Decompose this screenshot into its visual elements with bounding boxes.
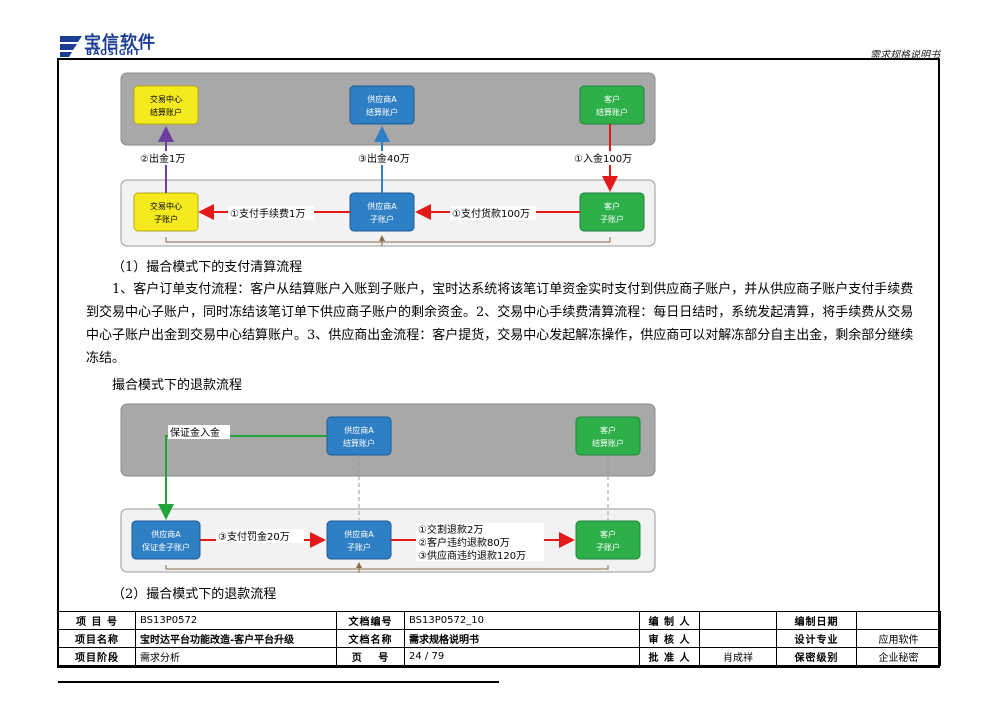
- label-goods: ①支付货款100万: [452, 207, 530, 220]
- cell-author: [699, 611, 777, 630]
- payment-clearing-diagram: 交易中心 结算账户 供应商A 结算账户 客户 结算账户 交易中心 子账户 供应商…: [120, 72, 656, 247]
- bottom-rule: [58, 681, 499, 683]
- svg-text:客户: 客户: [604, 201, 620, 211]
- label-refund-1: ①交割退款2万: [418, 523, 483, 536]
- cell-approver: 肖成祥: [699, 647, 777, 666]
- cell-security: 企业秘密: [856, 647, 941, 666]
- svg-text:交易中心: 交易中心: [150, 201, 182, 211]
- node-supplier-sub: 供应商A 子账户: [349, 192, 415, 232]
- cell-page-label: 页 号: [336, 647, 405, 666]
- document-type-label: 需求规格说明书: [870, 50, 940, 61]
- svg-text:供应商A: 供应商A: [344, 425, 374, 435]
- svg-text:结算账户: 结算账户: [596, 107, 628, 117]
- node-supplier-deposit-sub: 供应商A 保证金子账户: [131, 520, 201, 560]
- table-row: 项目名称 宝时达平台功能改造-客户平台升级 文档名称 需求规格说明书 审 核 人…: [58, 629, 941, 648]
- cell-doc-no: BS13P0572_10: [404, 611, 640, 630]
- node-exchange-sub: 交易中心 子账户: [133, 192, 199, 232]
- table-row: 项目阶段 需求分析 页 号 24 / 79 批 准 人 肖成祥 保密级别 企业秘…: [58, 647, 941, 666]
- node-customer-settlement: 客户 结算账户: [575, 416, 641, 456]
- cell-author-label: 编 制 人: [639, 611, 700, 630]
- svg-text:供应商A: 供应商A: [344, 529, 374, 539]
- cell-page: 24 / 79: [404, 647, 640, 666]
- svg-text:子账户: 子账户: [347, 542, 371, 552]
- cell-approver-label: 批 准 人: [639, 647, 700, 666]
- cell-stage: 需求分析: [135, 647, 337, 666]
- cell-project-name-label: 项目名称: [58, 629, 136, 648]
- arrow-deposit: [158, 435, 327, 520]
- figure-caption-2: （2）撮合模式下的退款流程: [112, 587, 277, 602]
- body-paragraph: 1、客户订单支付流程：客户从结算账户入账到子账户，宝时达系统将该笔订单资金实时支…: [86, 282, 914, 366]
- svg-text:子账户: 子账户: [154, 214, 178, 224]
- svg-text:子账户: 子账户: [370, 214, 394, 224]
- svg-text:结算账户: 结算账户: [343, 438, 375, 448]
- feedback-line: [165, 237, 611, 243]
- feedback-line: [165, 565, 609, 570]
- label-out-40: ③出金40万: [358, 152, 410, 165]
- refund-diagram: 供应商A 结算账户 客户 结算账户 供应商A 保证金子账户 供应商A 子账户 客…: [120, 403, 656, 573]
- cell-reviewer-label: 审 核 人: [639, 629, 700, 648]
- cell-reviewer: [699, 629, 777, 648]
- label-in-100: ①入金100万: [574, 152, 632, 165]
- svg-text:客户: 客户: [600, 529, 616, 539]
- cell-specialty-label: 设计专业: [776, 629, 857, 648]
- cell-specialty: 应用软件: [856, 629, 941, 648]
- svg-text:供应商A: 供应商A: [367, 201, 397, 211]
- label-out-1: ②出金1万: [140, 152, 185, 165]
- node-exchange-settlement: 交易中心 结算账户: [133, 85, 199, 125]
- cell-stage-label: 项目阶段: [58, 647, 136, 666]
- svg-text:结算账户: 结算账户: [592, 438, 624, 448]
- cell-doc-name: 需求规格说明书: [404, 629, 640, 648]
- svg-text:客户: 客户: [600, 425, 616, 435]
- node-supplier-sub: 供应商A 子账户: [326, 520, 392, 560]
- svg-text:供应商A: 供应商A: [367, 94, 397, 104]
- page-frame: [57, 58, 940, 668]
- cell-date: [856, 611, 941, 630]
- cell-project-name: 宝时达平台功能改造-客户平台升级: [135, 629, 337, 648]
- node-customer-settlement: 客户 结算账户: [579, 85, 645, 125]
- document-info-table: 项 目 号 BS13P0572 文档编号 BS13P0572_10 编 制 人 …: [58, 611, 941, 666]
- svg-text:供应商A: 供应商A: [151, 529, 181, 539]
- label-refund-2: ②客户违约退款80万: [418, 536, 510, 549]
- table-row: 项 目 号 BS13P0572 文档编号 BS13P0572_10 编 制 人 …: [58, 611, 941, 630]
- svg-text:结算账户: 结算账户: [366, 107, 398, 117]
- node-customer-sub: 客户 子账户: [579, 192, 645, 232]
- cell-security-label: 保密级别: [776, 647, 857, 666]
- svg-text:交易中心: 交易中心: [150, 94, 182, 104]
- cell-project-no: BS13P0572: [135, 611, 337, 630]
- cell-date-label: 编制日期: [776, 611, 857, 630]
- label-fee: ①支付手续费1万: [230, 207, 305, 220]
- cell-project-no-label: 项 目 号: [58, 611, 136, 630]
- baosight-logo-icon: [60, 36, 82, 57]
- label-deposit: 保证金入金: [170, 426, 220, 439]
- cell-doc-no-label: 文档编号: [336, 611, 405, 630]
- svg-text:保证金子账户: 保证金子账户: [142, 542, 190, 552]
- cell-doc-name-label: 文档名称: [336, 629, 405, 648]
- svg-text:结算账户: 结算账户: [150, 107, 182, 117]
- node-supplier-settlement: 供应商A 结算账户: [326, 416, 392, 456]
- label-penalty: ③支付罚金20万: [218, 530, 290, 543]
- section-title: 撮合模式下的退款流程: [112, 378, 243, 393]
- svg-text:客户: 客户: [604, 94, 620, 104]
- logo-text-en: BAOSIGHT: [86, 48, 141, 57]
- label-refund-3: ③供应商违约退款120万: [418, 549, 526, 562]
- node-customer-sub: 客户 子账户: [575, 520, 641, 560]
- node-supplier-settlement: 供应商A 结算账户: [349, 85, 415, 125]
- logo-text-cn: 宝信软件: [84, 33, 156, 53]
- svg-text:子账户: 子账户: [600, 214, 624, 224]
- svg-text:子账户: 子账户: [596, 542, 620, 552]
- figure-caption-1: （1）撮合模式下的支付清算流程: [112, 260, 303, 275]
